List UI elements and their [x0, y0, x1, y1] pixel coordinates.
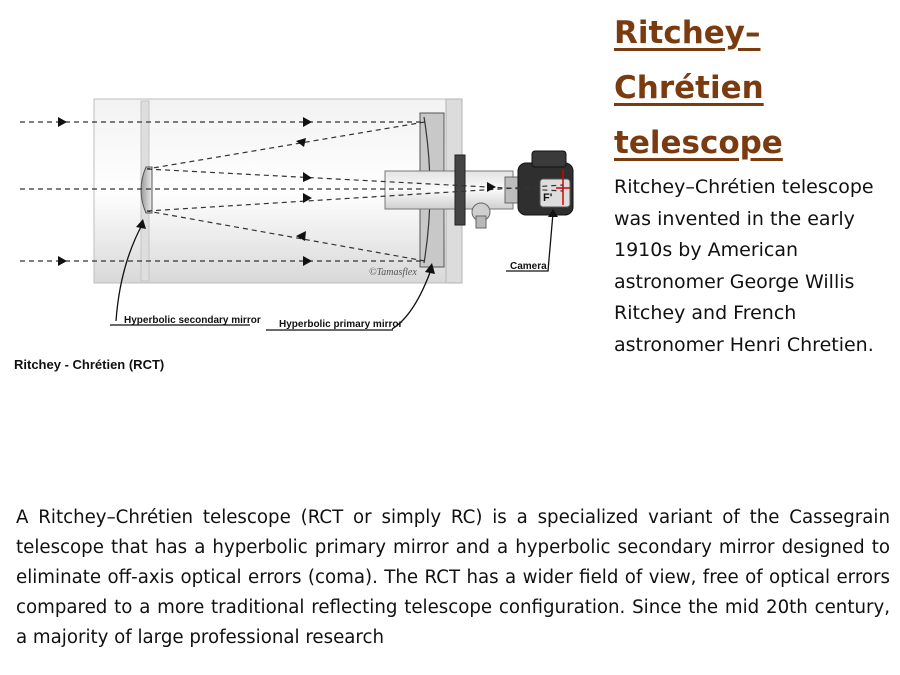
rct-telescope-diagram: Hyperbolic secondary mirror Hyperbolic p…: [14, 98, 574, 372]
label-camera: Camera: [510, 261, 547, 272]
diagram-caption: Ritchey - Chrétien (RCT): [14, 357, 164, 372]
body-paragraph: A Ritchey–Chrétien telescope (RCT or sim…: [16, 507, 890, 648]
label-focus: F': [543, 192, 553, 204]
label-underlines: [110, 324, 393, 331]
light-rays: [20, 121, 564, 262]
secondary-mirror: [140, 166, 153, 214]
intro-paragraph: Ritchey–Chrétien telescope was invented …: [614, 176, 874, 356]
title-line-3: telescope: [614, 125, 783, 161]
watermark: ©Tamasflex: [369, 267, 417, 278]
ray-arrowheads: [58, 117, 496, 266]
slide-title: Ritchey– Chrétien telescope: [614, 6, 894, 171]
camera-body: [517, 150, 574, 216]
label-leader-lines: [115, 212, 554, 330]
title-line-2: Chrétien: [614, 70, 764, 106]
label-primary-mirror: Hyperbolic primary mirror: [279, 319, 402, 330]
label-secondary-mirror: Hyperbolic secondary mirror: [124, 315, 261, 326]
title-line-1: Ritchey–: [614, 15, 761, 51]
